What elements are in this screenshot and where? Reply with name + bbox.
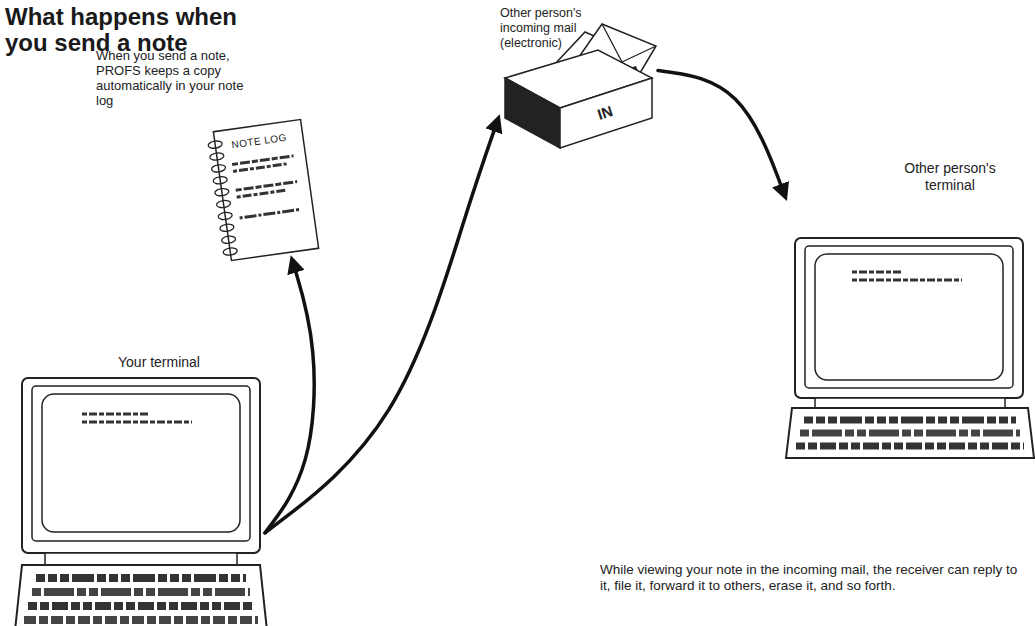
keyboard-keys: [32, 588, 250, 596]
notepad-page: [213, 120, 318, 261]
flow-arrow: [265, 119, 498, 532]
notepad-illustration: [206, 120, 318, 262]
screen-text-line: [82, 421, 192, 424]
keyboard-keys: [796, 443, 1024, 450]
inbox-label: Other person's incoming mail (electronic…: [500, 6, 612, 51]
keyboard-keys: [28, 602, 254, 610]
flow-arrow: [265, 260, 314, 532]
spiral-coil: [213, 176, 228, 185]
monitor-stand: [815, 398, 1005, 408]
notepad-text-line: [237, 190, 286, 197]
screen-text-line: [852, 271, 902, 274]
spiral-coil: [219, 223, 234, 232]
screen-text-line: [852, 279, 962, 282]
flow-arrow: [658, 71, 785, 196]
inbox-front: [560, 78, 652, 148]
spiral-coil: [209, 152, 224, 161]
keyboard: [14, 565, 268, 626]
keyboard-keys: [36, 574, 246, 582]
terminal-node: Other person's terminal: [785, 160, 1035, 460]
monitor-case: [22, 378, 260, 553]
monitor-bezel: [805, 246, 1013, 388]
notepad-node: NOTE LOG: [213, 120, 318, 261]
monitor-screen: [815, 254, 1003, 380]
terminal-node: Your terminal: [15, 352, 265, 626]
spiral-coil: [218, 211, 233, 220]
inbox-side: [505, 78, 560, 148]
spiral-coil: [208, 140, 223, 149]
inbox-tag: IN: [588, 100, 622, 125]
terminal-illustration: [786, 238, 1034, 458]
monitor-case: [795, 238, 1023, 398]
inbox-node: Other person's incoming mail (electronic…: [498, 4, 658, 152]
spiral-coil: [216, 200, 231, 209]
keyboard-keys: [24, 616, 258, 624]
terminal-illustration: [14, 378, 268, 626]
keyboard: [786, 408, 1034, 458]
note-text: When you send a note, PROFS keeps a copy…: [96, 48, 248, 108]
note-text: While viewing your note in the incoming …: [600, 562, 1030, 594]
spiral-coil: [221, 235, 236, 244]
monitor-bezel: [32, 386, 250, 541]
spiral-coil: [223, 247, 238, 256]
terminal-label: Other person's terminal: [895, 160, 1005, 194]
monitor-screen: [42, 394, 240, 532]
monitor-stand: [45, 553, 237, 565]
spiral-coil: [214, 188, 229, 197]
notepad-title: NOTE LOG: [215, 129, 304, 153]
spiral-coil: [211, 164, 226, 173]
notepad-text-line: [236, 182, 297, 191]
screen-text-line: [82, 413, 150, 416]
keyboard-keys: [800, 430, 1020, 437]
notepad-text-line: [240, 209, 301, 218]
notepad-text-line: [233, 164, 286, 172]
terminal-label: Your terminal: [118, 354, 258, 371]
keyboard-keys: [804, 417, 1016, 424]
